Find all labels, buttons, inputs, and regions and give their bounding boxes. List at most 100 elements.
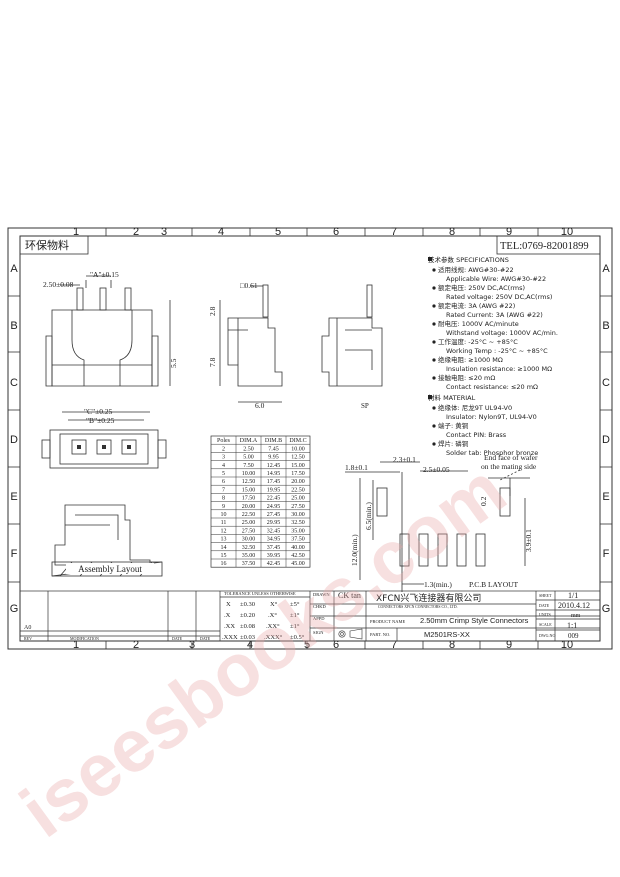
- rear-view: [321, 284, 383, 387]
- tol-x: X: [226, 601, 231, 608]
- dim-table-cell: 32.50: [291, 520, 305, 526]
- dim-table-cell: 7.50: [243, 463, 254, 469]
- dim-table-cell: 32.45: [267, 528, 281, 534]
- spec-item-cn: 额定电压: 250V DC,AC(rms): [438, 283, 525, 292]
- dim-table-cell: 45.00: [291, 561, 305, 567]
- tol-x: .X: [224, 612, 231, 619]
- dim-12-0: 12.0(min.): [350, 534, 359, 566]
- dim-6-5: 6.5(min.): [364, 502, 373, 530]
- dim-table-header: DIM.C: [289, 438, 306, 444]
- tolerance-rows: X ±0.30 X° ±5° .X ±0.20 .X° ±1° .XX ±0.0…: [222, 601, 305, 641]
- tol-ang: .XXX°: [264, 634, 283, 641]
- sheet-date: 2010.4.12: [558, 601, 590, 610]
- spec-item-en: Withstand voltage: 1000V AC/min.: [446, 329, 558, 337]
- col-label: 8: [449, 639, 455, 651]
- dim-c-tolerance: "C"±0.25: [84, 407, 113, 416]
- dim-table-cell: 20.00: [242, 504, 256, 510]
- spec-item-cn: 额定电流: 3A (AWG #22): [438, 301, 515, 310]
- spec-item-cn: 接触电阻: ≤20 mΩ: [438, 373, 495, 382]
- sheet-page: 1/1: [568, 591, 578, 600]
- dim-table-cell: 15: [221, 553, 227, 559]
- dim-2-5: 2.5±0.05: [423, 465, 450, 474]
- tol-x: .XX: [224, 623, 235, 630]
- spec-item-en: Insulation resistance: ≥1000 MΩ: [446, 365, 552, 373]
- dim-table-cell: 5: [222, 471, 225, 477]
- dim-5-5: 5.5: [169, 358, 178, 368]
- side-view: [219, 284, 283, 403]
- tol-ang-val: ±0.5°: [290, 634, 305, 641]
- dim-table-cell: 10.00: [291, 446, 305, 452]
- dim-table-cell: 9.95: [268, 455, 279, 461]
- rev-col: DATE: [172, 636, 183, 641]
- dim-pitch: 2.50±0.08: [43, 280, 74, 289]
- dim-table-cell: 10.00: [242, 471, 256, 477]
- dim-0-2: 0.2: [479, 496, 488, 506]
- dim-table-cell: 16: [221, 561, 227, 567]
- bottom-column-labels: 1 2 3 4 5 6 7 8 9 10: [73, 639, 573, 651]
- rev-col: DATE: [200, 636, 211, 641]
- dim-table-cell: 37.50: [242, 561, 256, 567]
- tol-ang-val: ±5°: [290, 601, 300, 608]
- spec-item-en: Rated Current: 3A (AWG #22): [446, 311, 543, 319]
- tol-x: .XXX: [222, 634, 238, 641]
- spec-item-cn: 耐电压: 1000V AC/minute: [438, 319, 519, 328]
- chkd-label: CHKD: [313, 604, 327, 609]
- col-label: 1: [73, 639, 79, 651]
- top-view-pins: [77, 445, 131, 449]
- rev-col: MODIFICATION: [70, 636, 99, 641]
- row-label: G: [602, 603, 611, 615]
- spec-bullets: [428, 257, 436, 446]
- col-label: 5: [275, 226, 281, 238]
- dim-table-cell: 12.50: [242, 479, 256, 485]
- col-label: 10: [561, 226, 573, 238]
- company-name: XFCN兴飞连接器有限公司: [376, 592, 481, 604]
- material-title: 材料 MATERIAL: [428, 393, 476, 402]
- pcb-layout: [345, 461, 530, 592]
- col-label: 10: [561, 639, 573, 651]
- sheet-dwg-no: 009: [568, 632, 579, 640]
- tol-x-val: ±0.08: [240, 623, 255, 630]
- tol-ang: .XX°: [266, 623, 280, 630]
- dim-2-3: 2.3±0.1: [393, 455, 416, 464]
- part-no-label: PART. NO.: [370, 632, 390, 637]
- dim-table-cell: 12.45: [267, 463, 281, 469]
- dim-table-cell: 8: [222, 496, 225, 502]
- dim-table-cell: 5.00: [243, 455, 254, 461]
- col-label: 8: [449, 226, 455, 238]
- col-label: 4: [247, 639, 253, 651]
- product-name: 2.50mm Crimp Style Connectors: [420, 616, 529, 625]
- row-label: A: [602, 263, 610, 275]
- dim-b-tolerance: "B"±0.25: [86, 416, 115, 425]
- row-label: E: [602, 491, 609, 503]
- dim-table-header: DIM.B: [265, 438, 282, 444]
- tel-number: TEL:0769-82001899: [500, 241, 589, 252]
- col-label: 6: [333, 639, 339, 651]
- rev-col: REV: [24, 636, 32, 641]
- col-label: 3: [161, 226, 167, 238]
- dim-table-cell: 40.00: [291, 545, 305, 551]
- dim-table-cell: 39.95: [267, 553, 281, 559]
- row-label: C: [602, 377, 610, 389]
- spec-item-en: Applicable Wire: AWG#30-#22: [446, 275, 546, 283]
- dim-table-cell: 2: [222, 446, 225, 452]
- dim-table-cell: 11: [221, 520, 227, 526]
- spec-item-cn: 绝缘电阻: ≥1000 MΩ: [438, 355, 503, 364]
- end-face-note: End face of wafer: [484, 453, 538, 462]
- row-label: B: [10, 320, 17, 332]
- dim-table-cell: 27.50: [242, 528, 256, 534]
- side-label: SHEET: [539, 593, 552, 598]
- side-label: DATE: [539, 603, 550, 608]
- dim-table-cell: 30.00: [291, 512, 305, 518]
- material-item-en: Solder tab: Phosphor bronze: [446, 449, 538, 457]
- dim-table-cell: 20.00: [291, 479, 305, 485]
- row-label: C: [10, 377, 18, 389]
- tol-x-val: ±0.30: [240, 601, 255, 608]
- dim-table-cell: 17.50: [291, 471, 305, 477]
- tol-ang: .X°: [268, 612, 277, 619]
- projection-symbol: [338, 628, 363, 640]
- dim-table-cell: 37.50: [291, 537, 305, 543]
- dim-table-cell: 13: [221, 537, 227, 543]
- specifications-block: 技术参数 SPECIFICATIONS 适用线规: AWG#30-#22 App…: [428, 255, 558, 457]
- row-label: F: [11, 548, 18, 560]
